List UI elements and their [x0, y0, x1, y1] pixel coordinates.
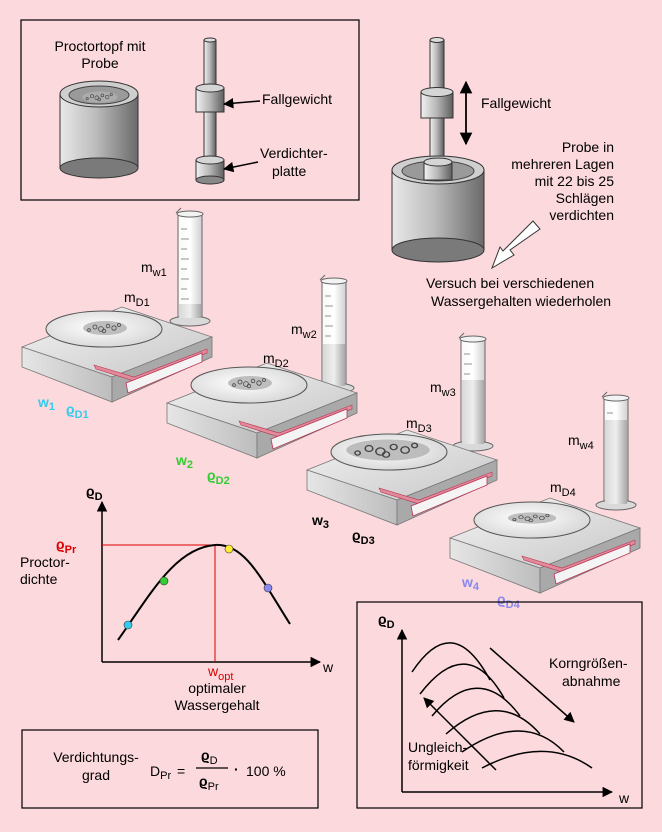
proctor-point-4 [263, 583, 273, 593]
station-2-mw: mw2 [291, 321, 317, 341]
proctor-point-2 [159, 576, 169, 586]
grain-x-axis-label: w [618, 790, 630, 806]
equipment-box-frame [20, 19, 360, 201]
station-3: mw3 mD3 w3 ϱD3 [306, 332, 498, 547]
station-3-rho: ϱD3 [352, 527, 375, 547]
plate-pointer [222, 161, 259, 173]
station-1: mw1 mD1 w1 ϱD1 [21, 207, 213, 421]
optimal-label-1: optimaler [188, 680, 246, 696]
grain-decrease-arrow [489, 647, 575, 723]
proctor-pot-icon [59, 80, 139, 179]
rho-pr-label: ϱPr [56, 536, 77, 556]
station-4-w: w4 [461, 574, 480, 593]
process-drop-weight-label: Fallgewicht [481, 95, 551, 111]
uniformity-label-1: Ungleich- [408, 739, 467, 755]
proctor-curve-line [117, 543, 291, 641]
station-4: mw4 mD4 w4 ϱD4 [449, 391, 641, 611]
formula-denominator: ϱPr [199, 773, 219, 793]
sample-text-line-2: mehreren Lagen [511, 156, 614, 172]
grain-label-1: Korngrößen- [549, 655, 628, 671]
proctor-density-label-1: Proctor- [20, 554, 70, 570]
grain-label-2: abnahme [562, 673, 621, 689]
sample-text: Probe in mehreren Lagen mit 22 bis 25 Sc… [511, 139, 614, 223]
optimal-label-2: Wassergehalt [174, 697, 259, 713]
formula-factor: 100 % [246, 763, 286, 779]
formula-label-2: grad [82, 767, 110, 783]
repeat-text-line-1: Versuch bei verschiedenen [426, 275, 594, 291]
formula-equals: = [177, 763, 185, 779]
compaction-grade-formula: Verdichtungs- grad DPr = ϱD ϱPr · 100 % [21, 729, 319, 809]
compaction-process [391, 37, 485, 263]
sample-text-line-5: verdichten [549, 207, 614, 223]
repeat-arrow-icon [491, 220, 541, 270]
proctor-curve-plot: ϱD w ϱPr Proctor- dichte wopt optimaler … [20, 483, 334, 713]
station-1-w: w1 [37, 394, 55, 413]
sample-text-line-4: Schlägen [556, 190, 614, 206]
station-4-md: mD4 [550, 479, 576, 499]
proctor-point-3 [224, 544, 234, 554]
station-2-md: mD2 [263, 350, 289, 370]
equipment-box: Proctortopf mit Probe Fallgewicht Verdic… [20, 19, 360, 201]
formula-frame [21, 729, 319, 809]
station-3-md: mD3 [406, 415, 432, 435]
formula-lhs: DPr [150, 763, 171, 782]
grain-size-box: ϱD w Korngrößen- abnahme Ungleich- förmi… [356, 601, 643, 809]
w-opt-label: wopt [207, 663, 233, 683]
station-1-rho: ϱD1 [66, 401, 89, 421]
sample-text-line-3: mit 22 bis 25 [535, 173, 615, 189]
rammer-icon [195, 37, 225, 185]
proctor-pot-label-1: Proctortopf mit [54, 38, 145, 54]
station-2: mw2 mD2 w2 ϱD2 [166, 274, 358, 487]
station-4-mw: mw4 [568, 432, 594, 452]
formula-numerator: ϱD [201, 747, 218, 767]
formula-label-1: Verdichtungs- [53, 749, 139, 765]
station-2-rho: ϱD2 [207, 467, 230, 487]
grain-curves [411, 642, 593, 769]
uniformity-label-2: förmigkeit [408, 757, 469, 773]
proctor-y-axis-label: ϱD [86, 483, 103, 503]
formula-times: · [234, 761, 239, 777]
proctor-point-1 [123, 620, 133, 630]
station-2-w: w2 [175, 452, 193, 471]
proctor-pot-label-2: Probe [81, 55, 119, 71]
station-3-w: w3 [311, 512, 329, 531]
grain-y-axis-label: ϱD [378, 611, 395, 631]
compaction-plate-label-2: platte [272, 163, 306, 179]
repeat-text-line-2: Wassergehalten wiederholen [431, 293, 611, 309]
station-1-md: mD1 [124, 289, 150, 309]
drop-weight-label: Fallgewicht [262, 91, 332, 107]
station-3-mw: mw3 [430, 379, 456, 399]
station-4-rho: ϱD4 [497, 591, 521, 611]
proctor-density-label-2: dichte [20, 571, 58, 587]
uniformity-arrow [423, 697, 497, 771]
station-1-mw: mw1 [141, 259, 167, 279]
proctor-x-axis-label: w [322, 659, 334, 675]
drop-weight-pointer [222, 97, 261, 109]
grain-box-frame [356, 601, 643, 809]
sample-text-line-1: Probe in [562, 139, 614, 155]
compaction-plate-label-1: Verdichter- [260, 145, 328, 161]
